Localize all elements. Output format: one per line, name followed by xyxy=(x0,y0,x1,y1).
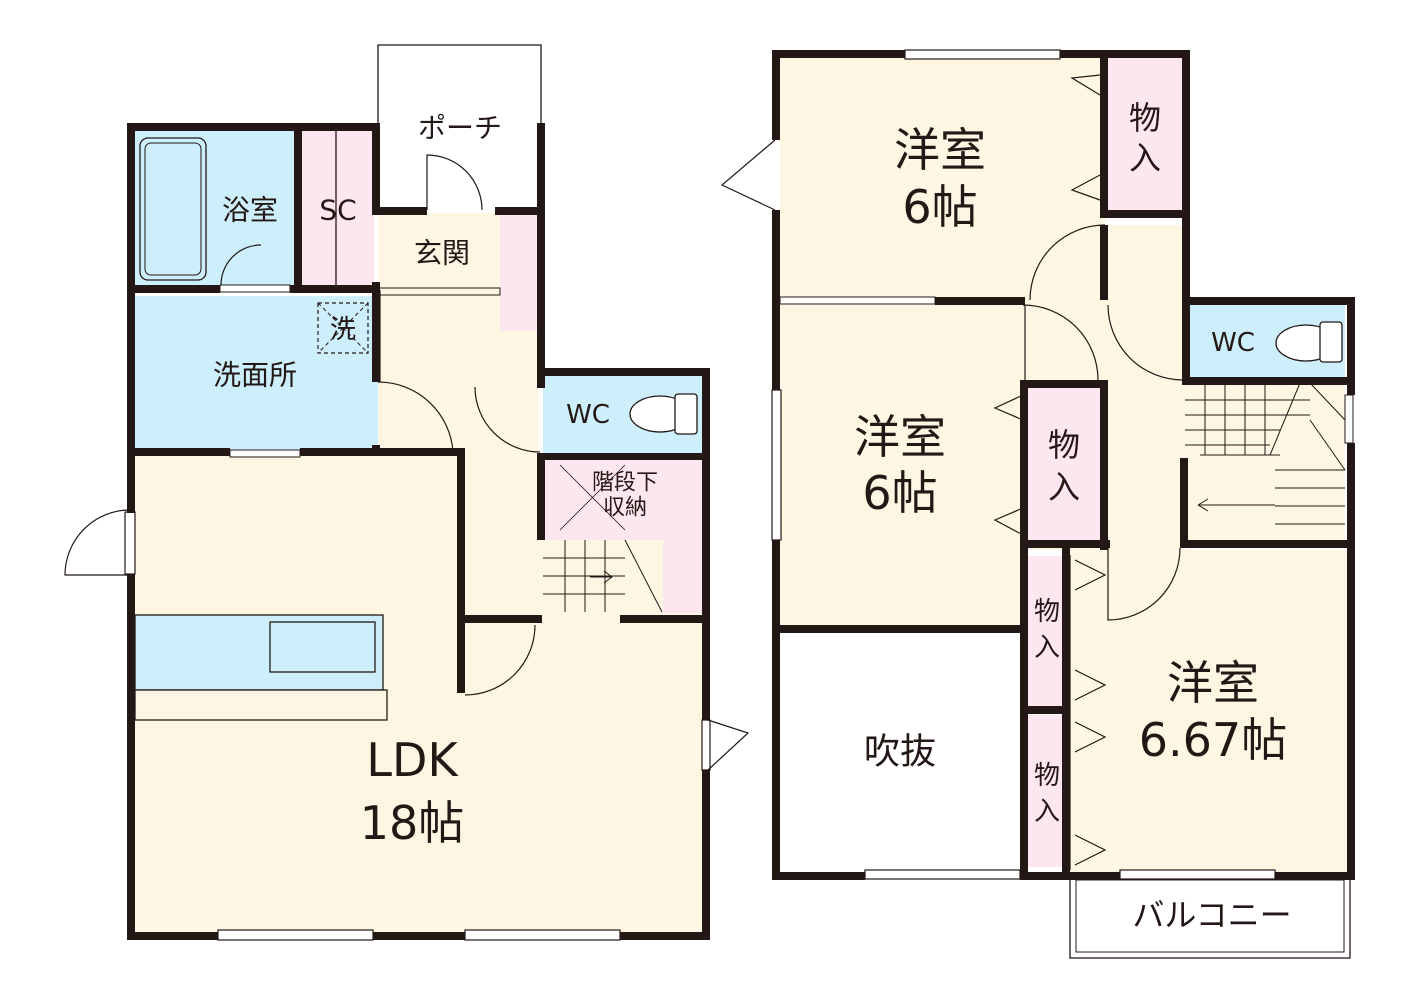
balcony-inner xyxy=(1075,879,1345,953)
entrance-shoe-storage xyxy=(500,213,538,331)
room2-label: 洋室 xyxy=(854,410,946,464)
void-label: 吹抜 xyxy=(864,732,936,773)
closet3-label-top: 物 xyxy=(1034,597,1060,627)
closet1-floor xyxy=(1105,58,1185,213)
closet4-floor xyxy=(1028,715,1068,867)
floor-2: 洋室 6帖 洋室 6帖 洋室 6.67帖 物 入 物 入 物 入 物 入 WC … xyxy=(720,49,1355,959)
bathtub xyxy=(139,137,207,281)
closet4-label-top: 物 xyxy=(1034,761,1060,791)
room2-size-label: 6帖 xyxy=(862,466,937,520)
room3-floor xyxy=(1070,550,1348,873)
closet1-label-top: 物 xyxy=(1129,99,1161,137)
floor2-doors xyxy=(720,139,1184,621)
room3-size-label: 6.67帖 xyxy=(1139,713,1287,767)
room1-size-label: 6帖 xyxy=(902,180,977,234)
balcony-label: バルコニー xyxy=(1132,896,1291,934)
under-stairs-diagonal xyxy=(559,464,626,531)
closet3-label-bottom: 入 xyxy=(1034,633,1060,663)
under-stairs-label-2: 収納 xyxy=(603,496,647,521)
washroom-floor xyxy=(135,296,378,452)
closet4-label-bottom: 入 xyxy=(1034,797,1060,827)
stairs-2 xyxy=(1185,382,1354,525)
floor2-walls xyxy=(772,50,1355,880)
wc1-label: WC xyxy=(566,400,610,430)
hall2-upper xyxy=(1105,225,1185,300)
floor1-walls xyxy=(127,123,710,940)
toilet-icon xyxy=(629,393,698,435)
porch-label: ポーチ xyxy=(418,112,502,145)
porch-outline xyxy=(377,44,542,125)
closet1-label-bottom: 入 xyxy=(1129,139,1161,177)
washing-machine xyxy=(317,302,369,354)
bathtub-inner xyxy=(144,142,202,276)
washroom-label: 洗面所 xyxy=(213,359,297,392)
closet2-label-bottom: 入 xyxy=(1048,468,1080,506)
entrance-label: 玄関 xyxy=(414,237,470,270)
closet2-floor xyxy=(1028,387,1101,542)
floor-1: LDK 18帖 浴室 SC ポーチ 玄関 洗面所 洗 WC 階段下 収納 xyxy=(64,44,750,941)
washer-x xyxy=(317,302,369,354)
sc-floor xyxy=(301,130,374,285)
room2-floor xyxy=(780,305,1023,627)
kitchen-sink xyxy=(269,621,376,673)
floor1-doors xyxy=(64,154,750,771)
room3-label: 洋室 xyxy=(1167,656,1259,710)
ldk-label: LDK xyxy=(366,733,459,787)
room1-label: 洋室 xyxy=(894,123,986,177)
closet2-label-top: 物 xyxy=(1048,426,1080,464)
stairs-1 xyxy=(543,539,663,613)
void-floor xyxy=(780,635,1020,873)
ldk-size-label: 18帖 xyxy=(360,796,465,850)
bath-label: 浴室 xyxy=(222,194,278,227)
toilet-icon-2 xyxy=(1275,321,1343,363)
wc2-label: WC xyxy=(1211,328,1255,358)
washer-label: 洗 xyxy=(330,315,356,345)
porch-floor xyxy=(378,45,541,213)
under-stairs-label-1: 階段下 xyxy=(592,471,658,496)
balcony-outline xyxy=(1069,874,1351,959)
kitchen-bar xyxy=(134,689,388,721)
closet3-floor xyxy=(1028,556,1068,706)
sc-label: SC xyxy=(319,194,356,227)
